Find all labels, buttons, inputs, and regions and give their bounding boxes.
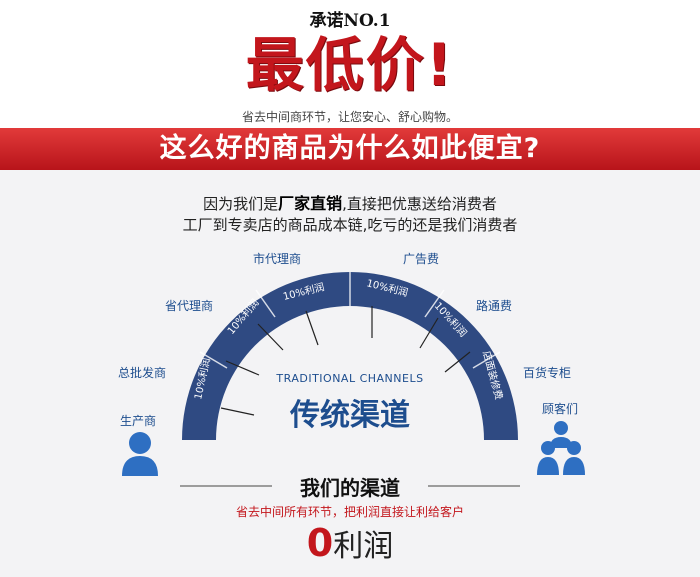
arc-tick	[419, 317, 439, 349]
red-banner	[0, 128, 700, 170]
label-wholesaler: 总批发商	[118, 366, 167, 380]
label-customers: 顾客们	[542, 402, 579, 416]
label-city-agent: 市代理商	[253, 252, 302, 266]
customers-group-icon	[537, 421, 585, 475]
lowest-price-headline: 最低价!	[245, 31, 455, 99]
content-background	[0, 170, 700, 577]
traditional-channels-en: TRADITIONAL CHANNELS	[276, 372, 424, 385]
arc-tick	[225, 360, 260, 376]
zero-profit: 0利润	[0, 521, 700, 565]
banner-title: 这么好的商品为什么如此便宜?	[159, 133, 541, 164]
label-department-store: 百货专柜	[523, 366, 572, 380]
arc-ticks	[220, 306, 471, 416]
intro-line-2: 工厂到专卖店的商品成本链,吃亏的还是我们消费者	[182, 216, 518, 234]
intro-line-1: 因为我们是厂家直销,直接把优惠送给消费者	[0, 190, 700, 214]
our-channel-note: 省去中间所有环节，把利润直接让利给客户	[235, 505, 464, 519]
label-producer: 生产商	[120, 414, 157, 428]
intro-suffix: ,直接把优惠送给消费者	[342, 195, 497, 213]
traditional-channels-cn: 传统渠道	[290, 398, 410, 433]
label-provincial-agent: 省代理商	[165, 299, 214, 313]
arc-tick	[444, 351, 471, 373]
arc-band	[182, 272, 518, 440]
producer-person-icon	[122, 432, 158, 476]
arc-tick	[220, 407, 255, 416]
arc-tick	[257, 323, 284, 351]
zero-digit: 0	[306, 521, 334, 565]
label-advertising: 广告费	[403, 252, 440, 266]
intro-emphasis: 厂家直销	[278, 194, 343, 213]
headline-subtitle: 省去中间商环节，让您安心、舒心购物。	[241, 110, 458, 124]
profit-word: 利润	[333, 529, 394, 564]
label-channel-fee: 路通费	[476, 299, 513, 313]
arc-tick	[305, 310, 319, 346]
pledge-title: 承诺NO.1	[309, 11, 391, 31]
our-channel-title: 我们的渠道	[300, 476, 400, 500]
intro-prefix: 因为我们是	[203, 195, 279, 213]
